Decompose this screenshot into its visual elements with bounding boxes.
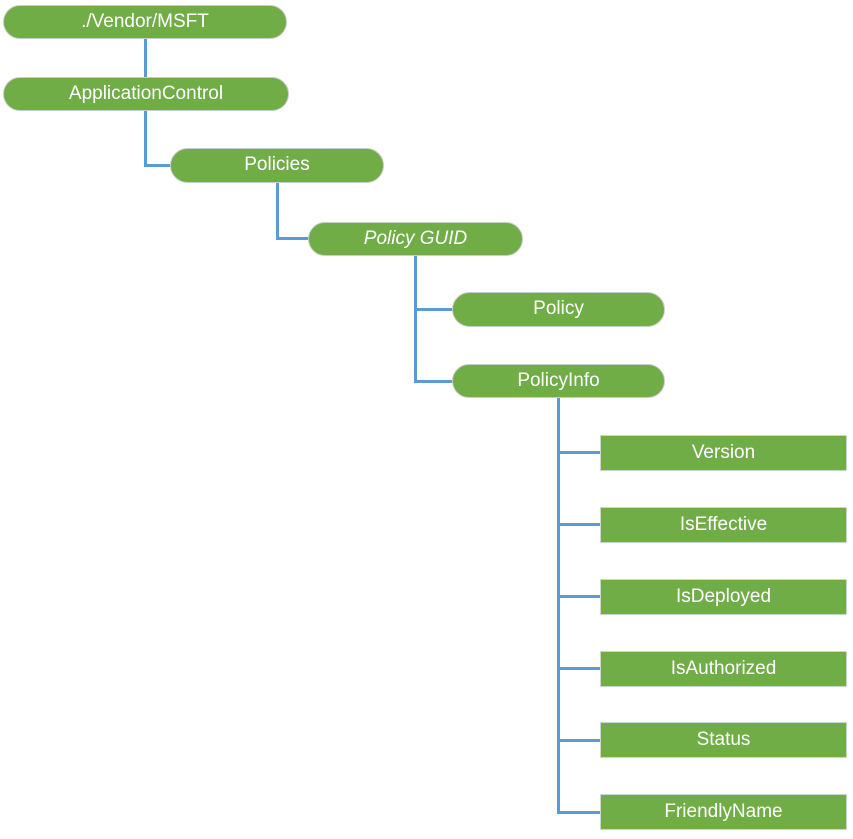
connector-policyinfo-to-version (557, 451, 601, 454)
node-version: Version (600, 435, 847, 471)
node-applicationcontrol: ApplicationControl (3, 77, 289, 111)
connector-policies-elbow-vertical (276, 183, 279, 240)
node-policy: Policy (452, 292, 665, 327)
node-vendor-msft: ./Vendor/MSFT (3, 5, 287, 39)
connector-policyinfo-trunk (557, 398, 560, 814)
node-isauthorized: IsAuthorized (600, 651, 847, 687)
connector-root-to-applicationcontrol (144, 39, 147, 78)
connector-policyguid-trunk (414, 256, 417, 383)
connector-policyinfo-to-isauthorized (557, 667, 601, 670)
connector-policyinfo-to-friendlyname (557, 811, 601, 814)
node-iseffective: IsEffective (600, 507, 847, 543)
node-policy-guid: Policy GUID (308, 222, 523, 256)
node-friendlyname: FriendlyName (600, 794, 847, 830)
connector-policyinfo-to-status (557, 739, 601, 742)
connector-applicationcontrol-elbow-vertical (144, 111, 147, 167)
connector-policies-to-policyguid (276, 237, 309, 240)
connector-policyguid-to-policyinfo (414, 380, 453, 383)
node-status: Status (600, 722, 847, 758)
connector-applicationcontrol-to-policies (144, 164, 171, 167)
connector-policyinfo-to-iseffective (557, 523, 601, 526)
node-policyinfo: PolicyInfo (452, 364, 665, 398)
connector-policyguid-to-policy (414, 308, 453, 311)
node-policies: Policies (170, 148, 384, 183)
connector-policyinfo-to-isdeployed (557, 595, 601, 598)
node-isdeployed: IsDeployed (600, 579, 847, 615)
